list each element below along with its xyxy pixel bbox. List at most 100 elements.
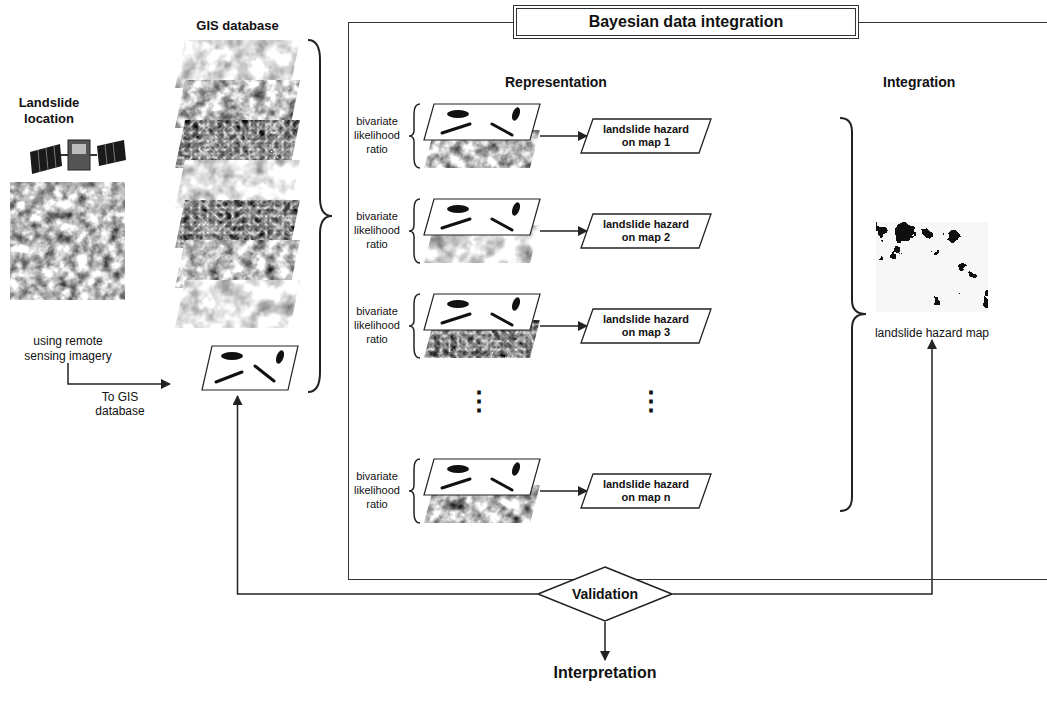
label-box: ⋮: [638, 388, 664, 414]
edge-label: To GIS database: [80, 390, 160, 419]
map-layer-pair: [424, 199, 540, 235]
map-layer-pair: [409, 199, 540, 263]
satellite-icon: [97, 140, 126, 166]
landslide-map-small: [202, 346, 298, 390]
map-layer-pair: [409, 459, 540, 523]
map-layer-pair: [442, 314, 470, 323]
map-layer-pair: [409, 104, 420, 168]
map-layer-pair: [492, 479, 512, 490]
hazard-parallelogram: landslide hazard on map 3: [580, 308, 712, 344]
satellite-icon: [54, 146, 56, 168]
map-layer-pair: [447, 300, 469, 308]
map-layer-pair: [492, 314, 512, 325]
node-title: Bayesian data integration: [513, 5, 859, 39]
column-heading: Representation: [505, 74, 607, 90]
map-layer-pair: [492, 124, 512, 135]
satellite-icon: [30, 140, 126, 174]
brace: [308, 40, 332, 392]
database-stack: GIS database: [170, 18, 305, 396]
map-layer-pair: [510, 296, 521, 312]
map-layer-pair: [424, 294, 540, 330]
decision-diamond: Validation: [537, 566, 673, 622]
node-title: landslide hazard on map n: [596, 478, 696, 503]
hazard-parallelogram: landslide hazard on map 1: [580, 118, 712, 154]
landslide-map-small: [255, 366, 274, 381]
map-layer-pair: [409, 294, 420, 358]
map-layer-pair: [442, 219, 470, 228]
satellite-icon: [72, 144, 86, 154]
connector-arrow: [673, 340, 932, 594]
node-title: bivariate likelihood ratio: [350, 115, 404, 156]
node-title: Validation: [572, 586, 638, 602]
gis-layer-stack: [175, 280, 300, 328]
satellite-icon: [61, 154, 68, 156]
node-title: bivariate likelihood ratio: [350, 470, 404, 511]
node-title: bivariate likelihood ratio: [350, 210, 404, 251]
node-title: bivariate likelihood ratio: [350, 305, 404, 346]
node-title: landslide hazard on map 2: [596, 218, 696, 243]
connector-arrow: [540, 490, 587, 492]
landslide-map-small: [216, 372, 242, 382]
map-layer-pair: bivariate likelihood ratio: [350, 455, 540, 527]
output-text: Interpretation: [525, 660, 685, 686]
map-layer-pair: [447, 465, 469, 473]
diamond-outline: [538, 567, 672, 621]
satellite-icon: [90, 154, 97, 156]
connector-arrow: [540, 230, 587, 232]
label-box: ⋮: [466, 388, 492, 414]
connector-arrow: [238, 396, 538, 594]
landslide-map-small: [202, 346, 298, 390]
map-layer-pair: bivariate likelihood ratio: [350, 290, 540, 362]
node-title: Interpretation: [553, 664, 656, 682]
map-layer-pair: bivariate likelihood ratio: [350, 195, 540, 267]
ellipsis-dots: ⋮: [466, 388, 492, 414]
map-layer-pair: [510, 201, 521, 217]
node-title: Landslide location: [10, 95, 88, 126]
node-title: landslide hazard map: [875, 326, 989, 340]
map-layer-pair: [447, 110, 469, 118]
label-box: Integration: [883, 74, 955, 90]
map-layer-pair: [510, 461, 521, 477]
label-box: Representation: [505, 74, 607, 90]
hazard-map-image: [876, 222, 988, 312]
map-layer-pair: [409, 104, 540, 168]
connector-arrow: [604, 622, 606, 660]
map-layer-pair: [447, 205, 469, 213]
map-layer-pair: [442, 479, 470, 488]
map-layer-pair: [409, 459, 420, 523]
map-layer-pair: [442, 124, 470, 133]
column-heading: Integration: [883, 74, 955, 90]
map-layer-pair: bivariate likelihood ratio: [350, 100, 540, 172]
satellite-icon: [30, 144, 62, 174]
remote-sensing-image: [10, 182, 125, 300]
satellite-icon: [113, 142, 115, 162]
parallelogram-outline: [581, 309, 711, 343]
satellite-icon: [38, 150, 40, 172]
map-layer-pair: [510, 106, 521, 122]
image-panel: Landslide locationusing remote sensing i…: [6, 95, 130, 363]
node-title: landslide hazard on map 1: [596, 123, 696, 148]
satellite-icon: [46, 148, 48, 170]
connector-arrow: [540, 135, 587, 137]
landslide-map-small: [274, 349, 285, 365]
satellite-icon: [105, 144, 107, 164]
parallelogram-outline: [581, 119, 711, 153]
hazard-parallelogram: landslide hazard on map n: [580, 473, 712, 509]
brace: [840, 118, 866, 511]
connector-arrow: [68, 363, 170, 384]
ellipsis-dots: ⋮: [638, 388, 664, 414]
parallelogram-outline: [581, 474, 711, 508]
connector-arrow: [540, 325, 587, 327]
remote-sensing-image: [10, 182, 125, 300]
parallelogram-outline: [581, 214, 711, 248]
map-layer-pair: [492, 219, 512, 230]
gis-layer-stack: [175, 40, 300, 328]
landslide-map-small: [221, 352, 243, 360]
map-layer-pair: [409, 294, 540, 358]
satellite-icon: [68, 140, 90, 170]
node-title: GIS database: [196, 18, 278, 34]
map-layer-pair: [424, 459, 540, 495]
hazard-parallelogram: landslide hazard on map 2: [580, 213, 712, 249]
